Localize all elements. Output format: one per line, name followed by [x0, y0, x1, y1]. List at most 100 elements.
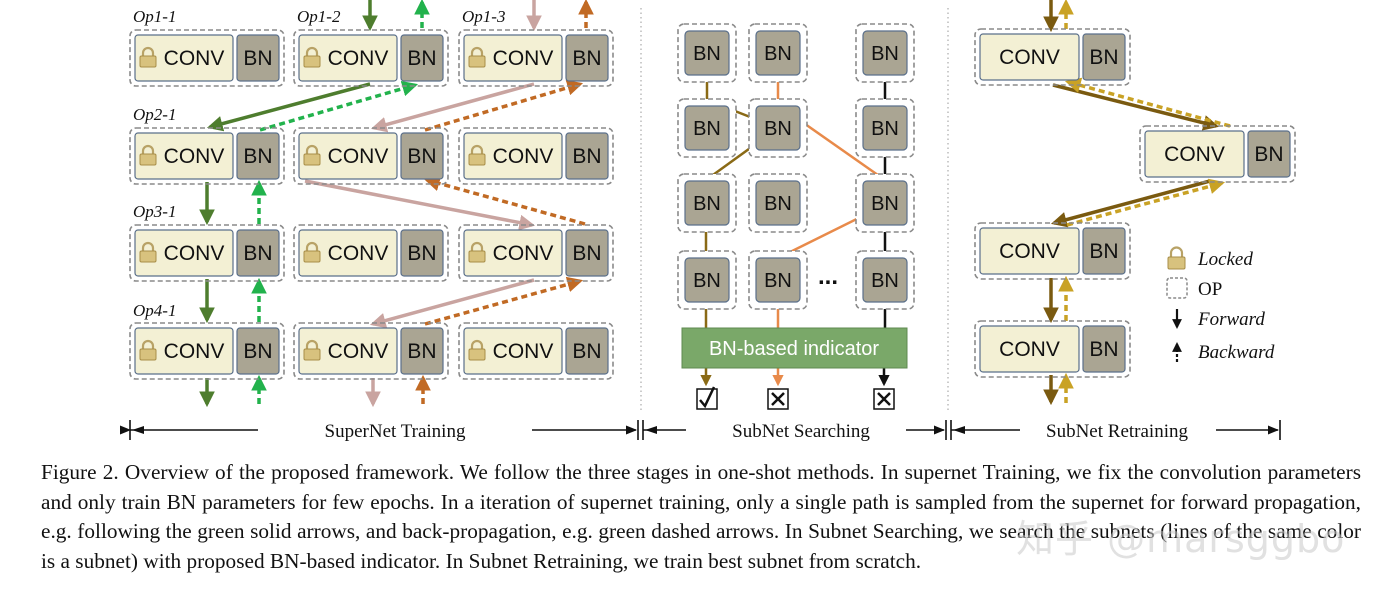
bn-label: BN: [407, 145, 436, 168]
forward-arrow: [1050, 179, 1211, 228]
bn-block: [1082, 227, 1126, 275]
bn-label: BN: [764, 270, 792, 292]
forward-arrow: [1052, 83, 1220, 131]
op-box: [129, 322, 285, 380]
conv-label: CONV: [328, 340, 389, 363]
bn-block: [400, 229, 444, 277]
conv-label: CONV: [493, 340, 554, 363]
bn-indicator-label: BN-based indicator: [709, 338, 879, 360]
bn-label: BN: [693, 118, 721, 140]
legend: Locked OP Forward Backward: [1166, 246, 1275, 363]
conv-block: [298, 34, 398, 82]
bn-block: [400, 327, 444, 375]
op-label: Op3-1: [133, 202, 176, 221]
conv-block: [463, 34, 563, 82]
conv-label: CONV: [328, 242, 389, 265]
forward-arrow: [304, 179, 536, 231]
lock-icon: [303, 339, 321, 361]
bn-block: [862, 180, 908, 226]
conv-label: CONV: [164, 47, 225, 70]
bn-label: BN: [407, 242, 436, 265]
lock-icon: [139, 241, 157, 263]
retrain-arrows: [1043, 0, 1231, 406]
backward-arrow: [1064, 77, 1231, 128]
conv-block: [298, 229, 398, 277]
conv-label: CONV: [164, 145, 225, 168]
lock-icon: [139, 339, 157, 361]
op-box: [974, 28, 1131, 86]
op-box: [293, 224, 449, 282]
lock-icon: [303, 144, 321, 166]
op-label: Op1-1: [133, 7, 176, 26]
op-box: [974, 320, 1131, 378]
figure-caption: Figure 2. Overview of the proposed frame…: [41, 460, 1361, 573]
framework-diagram: CONV BN CONV BN CONV BN CONV BN CONV BN CONV BN CONV…: [119, 0, 1296, 442]
op-label: Op2-1: [133, 105, 176, 124]
bn-op: BN: [677, 23, 737, 83]
bn-label: BN: [407, 47, 436, 70]
lock-icon: [468, 144, 486, 166]
conv-block: [134, 34, 234, 82]
bn-op: BN: [748, 23, 808, 83]
op-box: [1139, 125, 1296, 183]
bn-block: [236, 34, 280, 82]
bn-op: BN: [748, 250, 808, 310]
conv-block: [979, 325, 1080, 373]
bn-indicator-box: [681, 327, 908, 369]
conv-block: [134, 327, 234, 375]
conv-block: [463, 229, 563, 277]
forward-arrow: [369, 278, 535, 329]
bn-label: BN: [243, 145, 272, 168]
bn-label: BN: [871, 270, 899, 292]
bn-label: BN: [1254, 143, 1283, 166]
conv-label: CONV: [164, 242, 225, 265]
op-box: [293, 127, 449, 185]
conv-block: [298, 327, 398, 375]
op-box: [129, 127, 285, 185]
backward-arrow: [259, 80, 419, 132]
bn-label: BN: [764, 43, 792, 65]
bn-block: [862, 257, 908, 303]
bn-label: BN: [1089, 338, 1118, 361]
stage-label-supernet-training: SuperNet Training: [325, 421, 466, 442]
backward-arrow: [424, 80, 584, 132]
lock-icon: [303, 241, 321, 263]
legend-locked: Locked: [1197, 249, 1253, 270]
op-box: [458, 224, 614, 282]
bn-block: [236, 229, 280, 277]
op-box: [293, 29, 449, 87]
bn-block: [684, 30, 730, 76]
bn-block: [862, 30, 908, 76]
conv-label: CONV: [328, 145, 389, 168]
op-box: [293, 322, 449, 380]
bn-label: BN: [243, 340, 272, 363]
bn-label: BN: [243, 242, 272, 265]
bn-block: [755, 105, 801, 151]
bn-label: BN: [572, 242, 601, 265]
op-block: CONV BN: [129, 127, 285, 185]
lock-icon: [468, 241, 486, 263]
lock-icon: [303, 46, 321, 68]
lock-icon: [139, 46, 157, 68]
bn-label: BN: [572, 145, 601, 168]
lock-icon: [1167, 246, 1186, 270]
backward-arrow: [423, 175, 586, 226]
conv-block: [979, 227, 1080, 275]
supernet-ops: CONV BN CONV BN CONV BN CONV BN CONV BN CONV BN CONV…: [129, 29, 614, 380]
forward-arrow: [370, 82, 535, 133]
bn-label: BN: [1089, 240, 1118, 263]
lock-icon: [468, 339, 486, 361]
bn-block: [684, 257, 730, 303]
bn-label: BN: [693, 193, 721, 215]
bn-block: [400, 132, 444, 180]
bn-label: BN: [871, 193, 899, 215]
